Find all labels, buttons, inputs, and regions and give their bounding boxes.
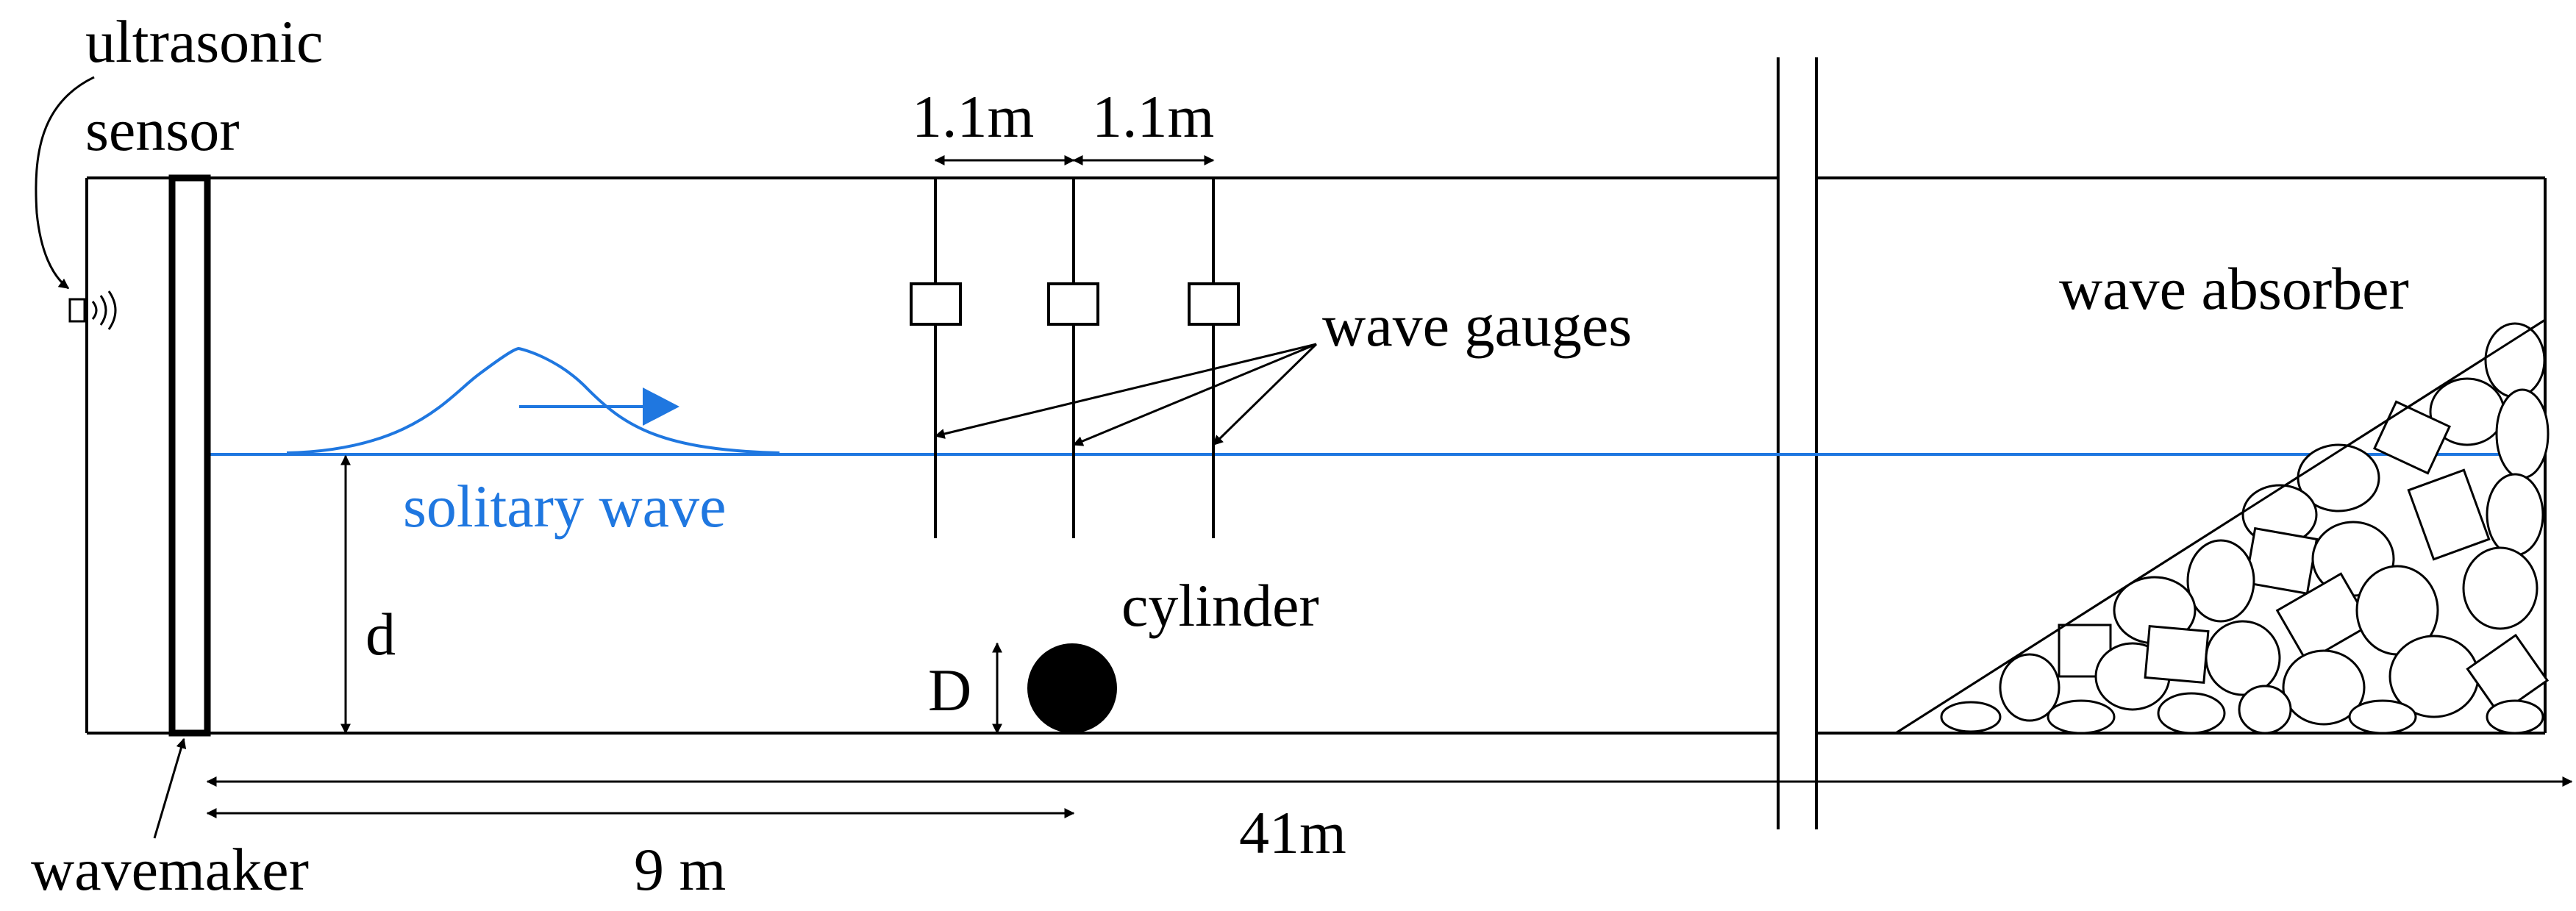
wave-gauge-1-sensor: [910, 282, 962, 326]
cylinder-distance-label: 9 m: [634, 836, 726, 903]
wave-gauges: [910, 178, 1240, 538]
flume-length-label: 41m: [1239, 799, 1346, 866]
depth-label: d: [365, 601, 396, 668]
cylinder-shape: [1027, 643, 1117, 733]
wave-direction-arrow: [519, 387, 679, 426]
wave-gauge-2-sensor: [1047, 282, 1099, 326]
gauge-spacing-label-2: 1.1m: [1092, 83, 1214, 150]
wavemaker-pointer: [153, 737, 187, 839]
wavemaker-label: wavemaker: [31, 836, 309, 903]
sensor-label: sensor: [85, 96, 240, 163]
wave-gauge-3-sensor: [1188, 282, 1240, 326]
wave-absorber: [1895, 318, 2550, 735]
cylinder-label: cylinder: [1121, 572, 1319, 639]
flume-break-lines: [1777, 57, 1818, 829]
diameter-label: D: [928, 657, 971, 724]
sensor-pointer-curve: [35, 76, 95, 290]
solitary-wave-label: solitary wave: [403, 473, 726, 540]
wave-gauges-pointers: [934, 343, 1318, 446]
wave-absorber-label: wave absorber: [2059, 255, 2409, 322]
wave-gauges-label: wave gauges: [1322, 292, 1632, 359]
bottom-dimensions: [206, 776, 2573, 818]
solitary-wave-curve: [286, 346, 780, 454]
gauge-spacing-label-1: 1.1m: [912, 83, 1034, 150]
ultrasonic-sensor-icon: [68, 290, 117, 330]
ultrasonic-label: ultrasonic: [85, 8, 323, 75]
wavemaker-paddle: [168, 174, 211, 737]
